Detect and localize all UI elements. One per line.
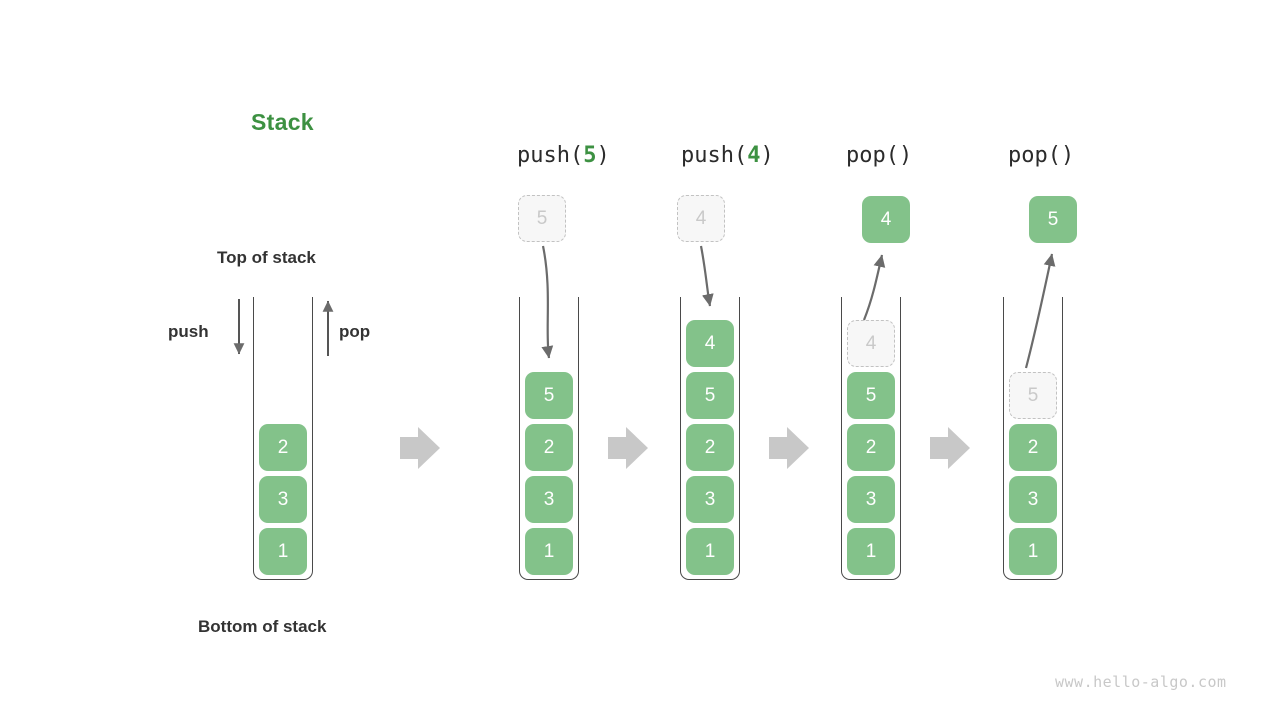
stack-cell: 1 [525,528,573,575]
caption-prefix: pop( [1008,143,1061,168]
stack-cell: 2 [847,424,895,471]
popped-cell: 5 [1029,196,1077,243]
step-connector-arrow [930,427,970,469]
stack-cell: 5 [847,372,895,419]
caption-pop-5: pop() [1008,143,1074,168]
step-connector-arrow [400,427,440,469]
stack-tube-push-4 [680,297,740,580]
ghost-cell-removed: 5 [1009,372,1057,419]
ghost-cell-incoming: 5 [518,195,566,242]
watermark: www.hello-algo.com [1055,673,1227,691]
caption-suffix: ) [898,143,913,168]
stack-tube-pop-4 [841,297,901,580]
stack-cell: 1 [1009,528,1057,575]
stack-cell: 5 [686,372,734,419]
stack-cell: 2 [1009,424,1057,471]
stack-cell: 3 [525,476,573,523]
caption-push-4: push(4) [681,143,774,168]
caption-suffix: ) [596,143,610,168]
stack-cell: 2 [259,424,307,471]
stack-cell: 2 [525,424,573,471]
stack-cell: 2 [686,424,734,471]
caption-pop-4: pop() [846,143,912,168]
stack-cell: 1 [847,528,895,575]
step-connector-arrow [769,427,809,469]
bottom-of-stack-label: Bottom of stack [198,617,327,636]
stack-tube-initial [253,297,313,580]
stack-cell: 4 [686,320,734,367]
caption-arg: 5 [583,143,597,168]
stack-cell: 1 [686,528,734,575]
stack-cell: 3 [259,476,307,523]
stack-cell: 3 [686,476,734,523]
top-of-stack-label: Top of stack [217,248,316,267]
ghost-cell-removed: 4 [847,320,895,367]
caption-suffix: ) [1060,143,1075,168]
pop-label: pop [339,322,371,341]
stack-cell: 3 [847,476,895,523]
ghost-cell-incoming: 4 [677,195,725,242]
caption-prefix: push( [681,143,748,168]
stack-cell: 1 [259,528,307,575]
stack-tube-pop-5 [1003,297,1063,580]
stack-tube-push-5 [519,297,579,580]
stack-cell: 5 [525,372,573,419]
caption-prefix: pop( [846,143,899,168]
caption-push-5: push(5) [517,143,610,168]
caption-prefix: push( [517,143,584,168]
diagram-title: Stack [251,109,314,135]
popped-cell: 4 [862,196,910,243]
caption-arg: 4 [747,143,761,168]
stack-cell: 3 [1009,476,1057,523]
push-label: push [168,322,209,341]
caption-suffix: ) [760,143,774,168]
step-connector-arrow [608,427,648,469]
